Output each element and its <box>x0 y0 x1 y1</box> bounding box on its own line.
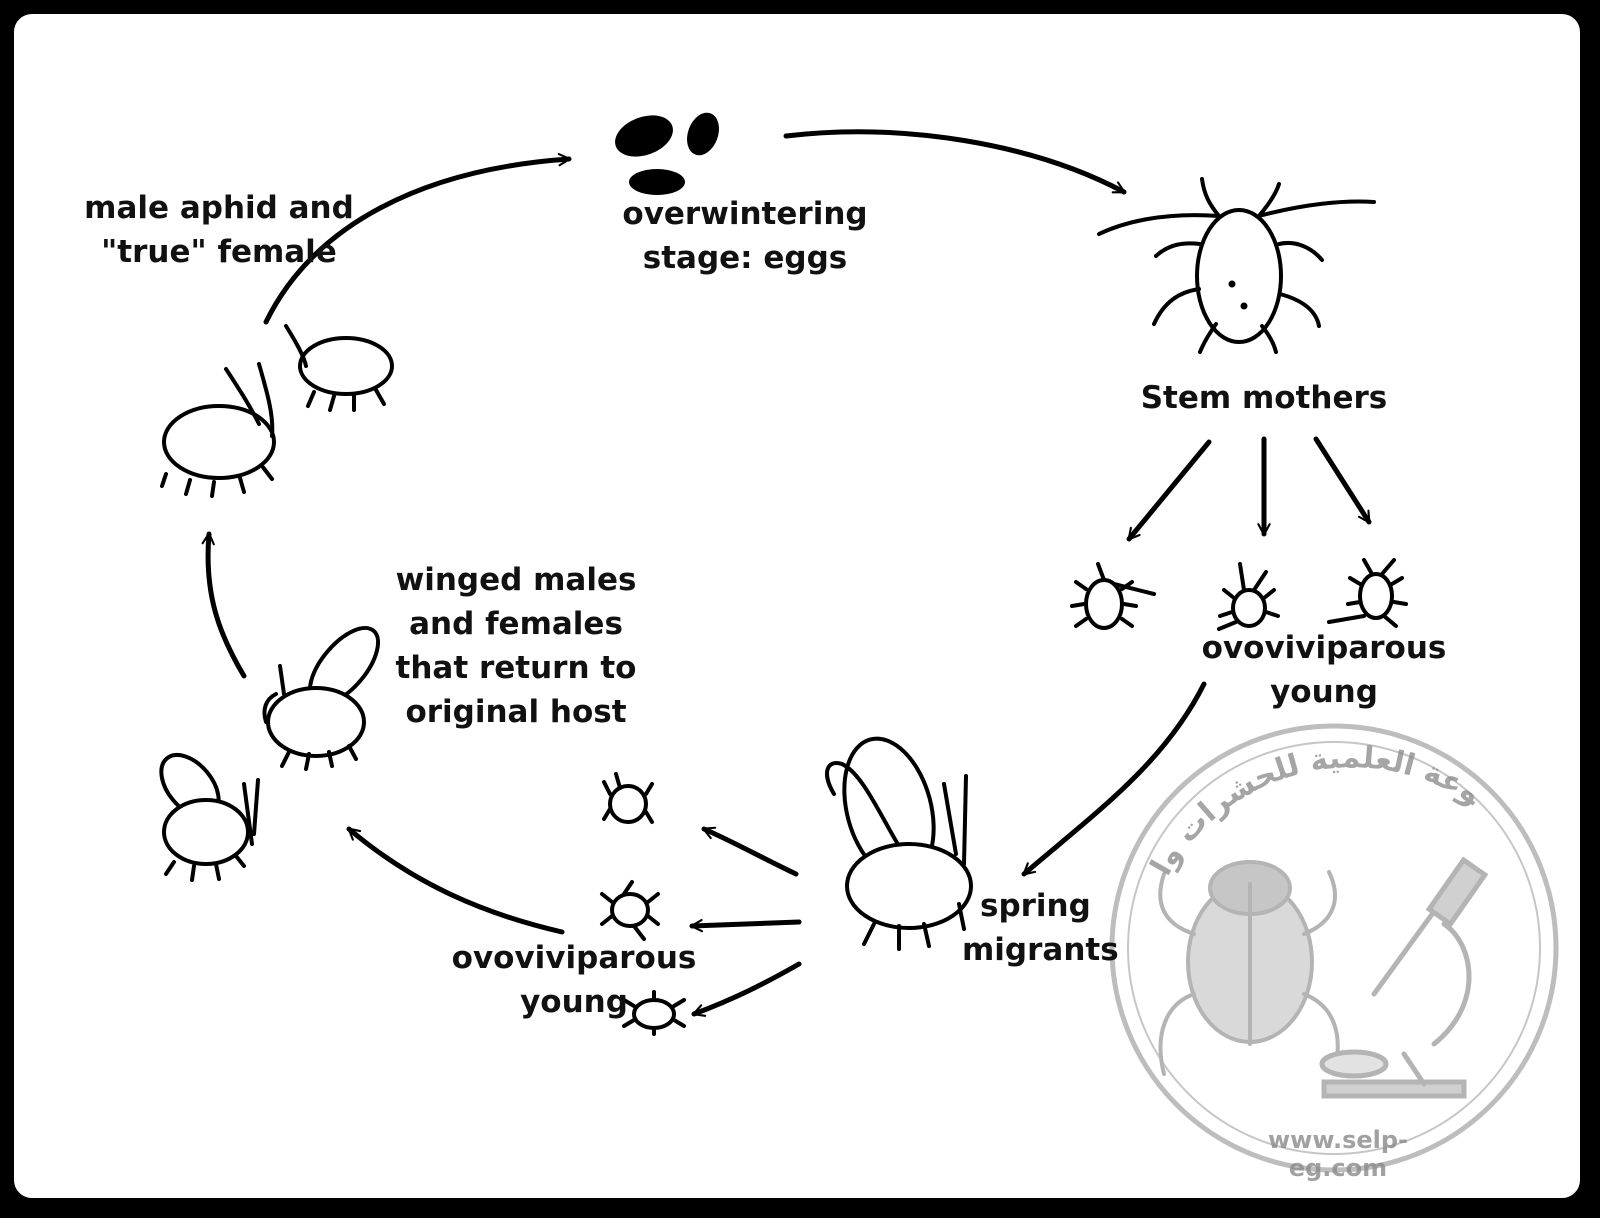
label-line: Stem mothers <box>1140 380 1388 416</box>
eggs-icon <box>615 112 719 195</box>
label-line: migrants <box>962 932 1119 968</box>
young-aphid-icon <box>1217 562 1280 631</box>
label-line: spring <box>980 888 1091 924</box>
watermark-url: www.selp-eg.com <box>1267 1126 1409 1182</box>
young-aphid-icon <box>602 772 654 824</box>
label-line: ovoviviparous <box>451 940 697 976</box>
label-winged-males-females: winged males and females that return to … <box>386 558 646 734</box>
label-spring-migrants: spring migrants <box>962 884 1132 972</box>
arrow-migrant-to-young-middle <box>689 918 802 933</box>
microscope-icon <box>1319 856 1489 1099</box>
label-line: original host <box>405 694 627 730</box>
young-aphid-icon <box>622 990 686 1036</box>
label-line: young <box>520 984 628 1020</box>
stem-mother-aphid-icon <box>1097 177 1376 354</box>
winged-aphid-icon <box>159 753 260 882</box>
arrow-eggs-to-stem-mothers <box>783 129 1127 195</box>
label-line: overwintering <box>622 196 868 232</box>
label-line: young <box>1270 674 1378 710</box>
label-line: "true" female <box>101 234 337 270</box>
scarab-beetle-icon <box>1158 860 1340 1076</box>
label-line: winged males <box>395 562 637 598</box>
young-aphid-icon <box>600 880 660 941</box>
arrow-migrant-to-young-bottom <box>691 961 802 1017</box>
young-aphid-icon <box>1327 558 1408 628</box>
watermark-seal <box>1109 723 1559 1173</box>
label-ovoviviparous-young-bottom: ovoviviparous young <box>444 936 704 1024</box>
label-line: that return to <box>395 650 637 686</box>
label-male-true-female: male aphid and "true" female <box>74 186 364 274</box>
arrow-male-female-to-eggs <box>263 153 572 325</box>
young-aphid-icon <box>1070 562 1156 630</box>
label-line: stage: eggs <box>642 240 848 276</box>
diagram-frame: الموسوعة العلمية للحشرات والآفات overwin… <box>10 10 1584 1202</box>
arrow-young-to-winged <box>346 826 565 935</box>
arrow-stem-to-young-left <box>1126 439 1212 542</box>
arrow-stem-to-young-right <box>1313 436 1372 525</box>
spring-migrant-aphid-icon <box>825 736 973 951</box>
life-cycle-artwork: الموسوعة العلمية للحشرات والآفات <box>14 14 1559 1173</box>
label-ovoviviparous-young-right: ovoviviparous young <box>1194 626 1454 714</box>
label-line: ovoviviparous <box>1201 630 1447 666</box>
label-line: male aphid and <box>84 190 354 226</box>
male-female-aphids-icon <box>160 324 394 498</box>
label-line: and females <box>409 606 623 642</box>
arrow-migrant-to-young-top <box>701 826 799 877</box>
arrow-winged-to-male-female <box>201 531 247 679</box>
label-stem-mothers: Stem mothers <box>1134 376 1394 420</box>
winged-aphid-icon <box>262 626 381 771</box>
label-overwintering-eggs: overwintering stage: eggs <box>620 192 870 280</box>
arrow-young-to-spring-migrants <box>1021 681 1207 877</box>
